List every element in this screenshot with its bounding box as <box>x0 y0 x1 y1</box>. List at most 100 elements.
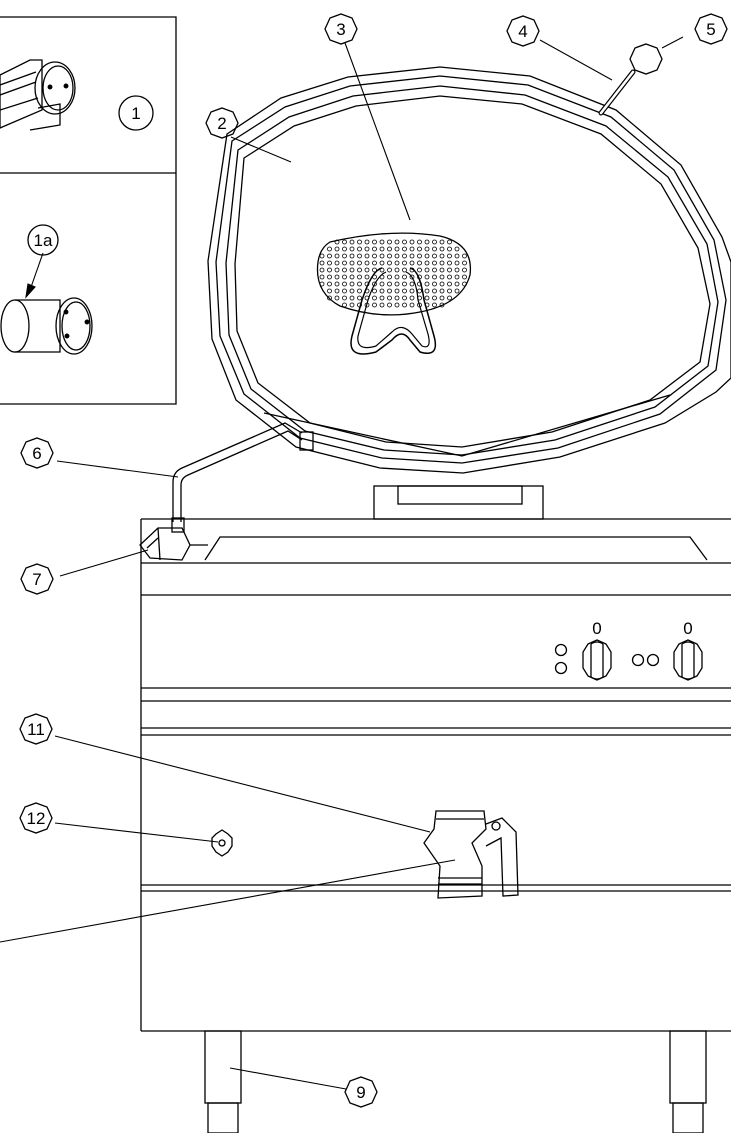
perforation-hole <box>334 274 340 280</box>
perforation-hole <box>349 288 355 294</box>
perforation-hole <box>342 281 347 287</box>
perforation-hole <box>327 267 332 273</box>
perforation-hole <box>409 239 415 245</box>
perforation-hole <box>349 295 355 301</box>
callout-2-label: 2 <box>217 114 226 133</box>
perforation-hole <box>357 281 362 287</box>
perforation-hole <box>454 267 460 273</box>
perforation-hole <box>424 288 430 294</box>
perforation-hole <box>462 260 467 266</box>
knob-left-mark: 0 <box>592 619 601 638</box>
perforation-hole <box>402 281 407 287</box>
perforation-hole <box>319 267 325 273</box>
perforation-hole <box>402 260 407 266</box>
perforation-hole <box>447 288 452 294</box>
perforation-hole <box>334 267 340 273</box>
perforation-hole <box>364 246 370 252</box>
perforation-hole <box>432 267 437 273</box>
lid-handle <box>598 69 636 116</box>
control-panel <box>554 643 660 675</box>
perforation-hole <box>319 253 325 259</box>
perforation-hole <box>357 246 362 252</box>
kettle-rim <box>207 66 731 474</box>
perforation-hole <box>417 288 422 294</box>
perforation-hole <box>409 274 415 280</box>
perforation-hole <box>334 288 340 294</box>
perforation-hole <box>409 260 415 266</box>
perforation-hole <box>394 239 400 245</box>
perforation-hole <box>387 274 392 280</box>
perforation-hole <box>357 239 362 245</box>
perforation-hole <box>372 246 377 252</box>
perforation-hole <box>387 302 392 308</box>
perforation-hole <box>364 239 370 245</box>
perforation-hole <box>432 281 437 287</box>
perforation-hole <box>439 295 445 301</box>
perforation-hole <box>432 288 437 294</box>
knob-right-mark: 0 <box>683 619 692 638</box>
perforation-hole <box>417 239 422 245</box>
perforation-hole <box>432 239 437 245</box>
perforation-hole <box>342 274 347 280</box>
perforation-hole <box>409 288 415 294</box>
kettle-lid <box>225 85 719 457</box>
perforation-hole <box>454 288 460 294</box>
perforation-hole <box>379 288 385 294</box>
perforation-hole <box>357 253 362 259</box>
perforation-hole <box>327 281 332 287</box>
perforation-hole <box>319 281 325 287</box>
perforation-hole <box>424 246 430 252</box>
perforation-hole <box>454 274 460 280</box>
perforation-hole <box>394 281 400 287</box>
perforation-hole <box>409 302 415 308</box>
perforation-hole <box>364 253 370 259</box>
perforation-hole <box>394 288 400 294</box>
callout-1: 1 <box>118 95 154 131</box>
perforation-hole <box>417 267 422 273</box>
perforation-hole <box>402 274 407 280</box>
callout-7-label: 7 <box>32 570 41 589</box>
perforation-hole <box>447 253 452 259</box>
perforation-hole <box>327 260 332 266</box>
perforation-hole <box>334 295 340 301</box>
sleeve-illustration <box>0 297 93 355</box>
perforation-hole <box>432 246 437 252</box>
perforation-hole <box>342 253 347 259</box>
perforation-hole <box>439 260 445 266</box>
callout-6: 6 <box>20 437 54 469</box>
perforation-hole <box>394 302 400 308</box>
perforation-hole <box>319 274 325 280</box>
perforation-hole <box>357 288 362 294</box>
perforation-hole <box>349 302 355 308</box>
perforation-hole <box>342 246 347 252</box>
perforation-hole <box>334 246 340 252</box>
perforation-hole <box>402 288 407 294</box>
thermostat-body-illustration <box>0 59 76 131</box>
perforation-hole <box>447 239 452 245</box>
perforation-hole <box>379 302 385 308</box>
perforation-hole <box>364 260 370 266</box>
perforation-hole <box>462 274 467 280</box>
perforation-hole <box>454 246 460 252</box>
callout-3-label: 3 <box>336 20 345 39</box>
perforation-hole <box>394 253 400 259</box>
knob-right: 0 <box>673 619 703 681</box>
perforation-hole <box>342 239 347 245</box>
perforation-hole <box>432 302 437 308</box>
perforation-hole <box>462 253 467 259</box>
perforation-hole <box>402 295 407 301</box>
perforation-hole <box>379 281 385 287</box>
perforation-hole <box>357 274 362 280</box>
perforation-hole <box>372 239 377 245</box>
perforation-hole <box>417 246 422 252</box>
callout-4: 4 <box>506 15 540 47</box>
perforation-hole <box>372 267 377 273</box>
perforation-hole <box>349 274 355 280</box>
perforation-hole <box>454 281 460 287</box>
callout-6-label: 6 <box>32 444 41 463</box>
perforation-hole <box>424 295 430 301</box>
perforation-hole <box>439 239 445 245</box>
perforation-hole <box>372 281 377 287</box>
perforation-hole <box>417 253 422 259</box>
